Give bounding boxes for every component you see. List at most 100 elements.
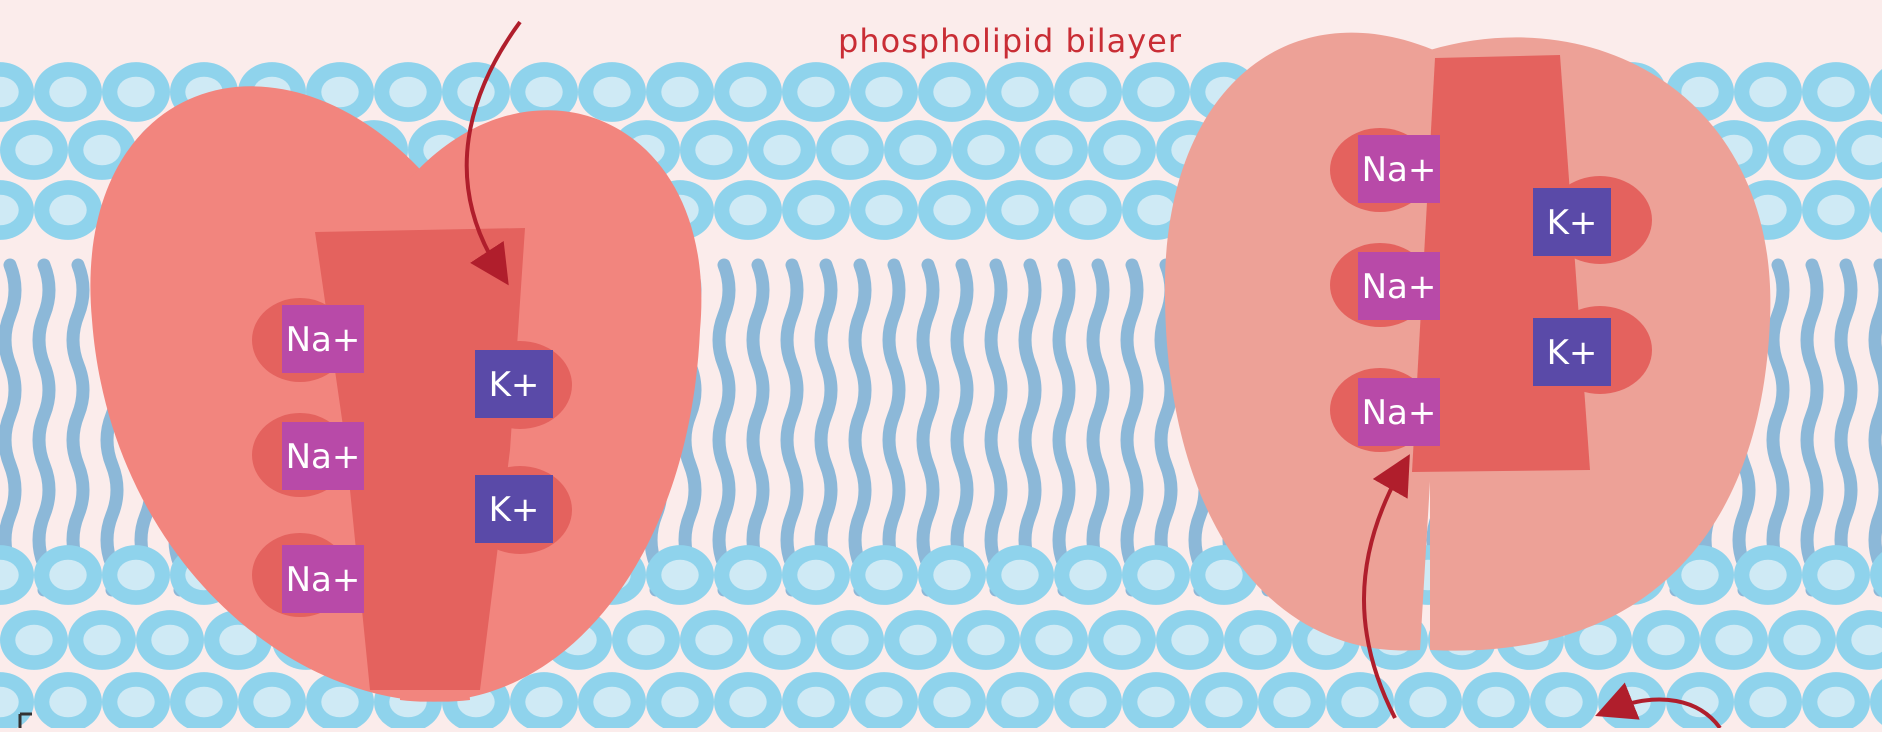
- lipid-head-core: [83, 625, 120, 656]
- lipid-head-core: [15, 625, 52, 656]
- lipid-head-core: [593, 687, 630, 718]
- na-ion-label: Na+: [286, 560, 361, 600]
- lipid-head-core: [1103, 135, 1140, 166]
- lipid-head-core: [1783, 135, 1820, 166]
- lipid-head-core: [865, 77, 902, 108]
- lipid-head-core: [1749, 77, 1786, 108]
- lipid-head-core: [865, 687, 902, 718]
- lipid-head-core: [933, 77, 970, 108]
- lipid-head-core: [1137, 560, 1174, 591]
- lipid-head-core: [797, 560, 834, 591]
- na-ion-label: Na+: [1362, 393, 1437, 433]
- lipid-head-core: [1205, 687, 1242, 718]
- k-ion-label: K+: [1547, 203, 1598, 243]
- lipid-head-core: [1681, 560, 1718, 591]
- lipid-head-core: [729, 77, 766, 108]
- lipid-head-core: [661, 77, 698, 108]
- lipid-head-core: [1137, 195, 1174, 226]
- lipid-head-core: [695, 135, 732, 166]
- lipid-head-core: [729, 687, 766, 718]
- lipid-head-core: [1647, 625, 1684, 656]
- lipid-head-core: [1069, 560, 1106, 591]
- lipid-head-core: [1783, 625, 1820, 656]
- lipid-head-core: [899, 135, 936, 166]
- lipid-head-core: [15, 135, 52, 166]
- k-ion-label: K+: [489, 365, 540, 405]
- pump-right: Na+ Na+ Na+ K+ K+: [1165, 33, 1771, 651]
- lipid-head-core: [1001, 77, 1038, 108]
- k-ion-label: K+: [1547, 333, 1598, 373]
- lipid-head-core: [1341, 687, 1378, 718]
- lipid-head-core: [83, 135, 120, 166]
- lipid-head-core: [321, 687, 358, 718]
- lipid-head-core: [1477, 687, 1514, 718]
- membrane-label: phospholipid bilayer: [838, 22, 1182, 60]
- lipid-head-core: [729, 195, 766, 226]
- lipid-head-core: [1817, 77, 1854, 108]
- na-ion-label: Na+: [1362, 267, 1437, 307]
- lipid-head-core: [117, 687, 154, 718]
- lipid-head-core: [763, 135, 800, 166]
- lipid-head-core: [1001, 195, 1038, 226]
- lipid-head-core: [831, 625, 868, 656]
- lipid-tail: [1875, 265, 1882, 590]
- lipid-head-core: [933, 687, 970, 718]
- lipid-head-core: [763, 625, 800, 656]
- lipid-head-core: [797, 77, 834, 108]
- lipid-head-core: [831, 135, 868, 166]
- lipid-head-core: [865, 195, 902, 226]
- lipid-head-core: [1103, 625, 1140, 656]
- na-ion-label: Na+: [286, 320, 361, 360]
- lipid-head-core: [1171, 625, 1208, 656]
- lipid-head-core: [1137, 687, 1174, 718]
- k-ion-label: K+: [489, 490, 540, 530]
- lipid-head-core: [151, 625, 188, 656]
- lipid-head-core: [729, 560, 766, 591]
- lipid-head-core: [1817, 560, 1854, 591]
- lipid-head-core: [1035, 135, 1072, 166]
- lipid-head-core: [1137, 77, 1174, 108]
- lipid-head-core: [1817, 687, 1854, 718]
- lipid-head-core: [1409, 687, 1446, 718]
- lipid-head-core: [1749, 560, 1786, 591]
- lipid-head-core: [49, 560, 86, 591]
- lipid-head-core: [1545, 687, 1582, 718]
- na-ion-label: Na+: [1362, 150, 1437, 190]
- lipid-head-core: [49, 687, 86, 718]
- lipid-head-core: [1035, 625, 1072, 656]
- lipid-head-core: [1069, 687, 1106, 718]
- lipid-head-core: [1069, 77, 1106, 108]
- lipid-head-core: [49, 195, 86, 226]
- lipid-head-core: [661, 560, 698, 591]
- lipid-head-core: [797, 687, 834, 718]
- lipid-head-core: [627, 625, 664, 656]
- lipid-head-core: [117, 560, 154, 591]
- lipid-head-core: [1579, 625, 1616, 656]
- lipid-head-core: [389, 77, 426, 108]
- lipid-head-core: [933, 195, 970, 226]
- lipid-head-core: [967, 135, 1004, 166]
- lipid-head-core: [1001, 560, 1038, 591]
- lipid-head-core: [253, 687, 290, 718]
- lipid-head-core: [593, 77, 630, 108]
- lipid-head-core: [797, 195, 834, 226]
- lipid-head-core: [695, 625, 732, 656]
- lipid-head-core: [1273, 687, 1310, 718]
- lipid-head-core: [1715, 625, 1752, 656]
- lipid-head-core: [1069, 195, 1106, 226]
- lipid-head-core: [1817, 195, 1854, 226]
- lipid-head-core: [1001, 687, 1038, 718]
- lipid-head-core: [49, 77, 86, 108]
- lipid-head-core: [525, 687, 562, 718]
- lipid-head-core: [899, 625, 936, 656]
- na-ion-label: Na+: [286, 437, 361, 477]
- lipid-head-core: [865, 560, 902, 591]
- lipid-head-core: [185, 687, 222, 718]
- lipid-head-core: [1205, 560, 1242, 591]
- lipid-head-core: [117, 77, 154, 108]
- lipid-head-core: [1239, 625, 1276, 656]
- lipid-head-core: [967, 625, 1004, 656]
- lipid-head-core: [661, 687, 698, 718]
